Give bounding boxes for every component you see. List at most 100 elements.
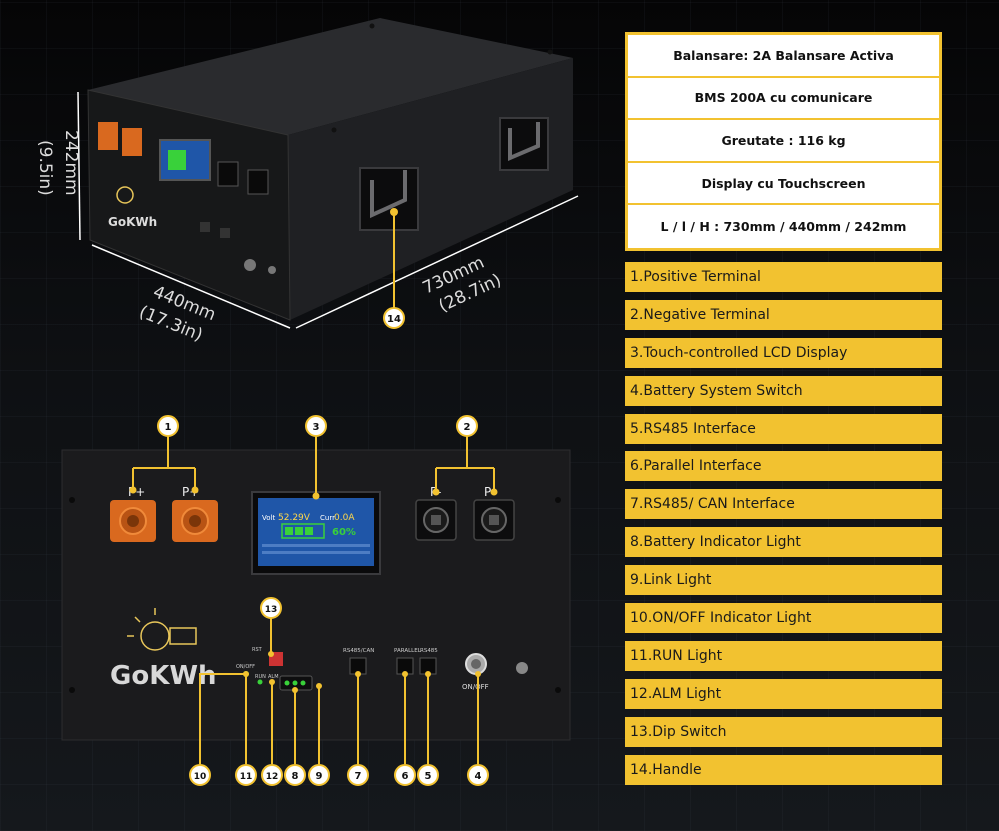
soc-led (300, 680, 306, 686)
rst-label: RST (252, 647, 263, 653)
alm-label: ALM (268, 674, 279, 680)
positive-terminal-icon (110, 500, 156, 542)
callout-badge-10: 10 (189, 764, 211, 786)
component-legend: 1.Positive Terminal 2.Negative Terminal … (625, 262, 942, 792)
callout-badge-4: 4 (467, 764, 489, 786)
callout-number: 14 (387, 314, 401, 325)
callout-number: 2 (464, 422, 471, 433)
callout-badge-8: 8 (284, 764, 306, 786)
callout-number: 4 (475, 771, 482, 782)
parallel-label: PARALLEL (394, 648, 422, 654)
on-off-label: ON/OFF (462, 683, 489, 691)
height-mm-label: 242mm (61, 130, 81, 196)
battery-top-face (88, 18, 573, 135)
legend-item: 12.ALM Light (625, 678, 942, 709)
callout-number: 1 (165, 422, 172, 433)
soc-led (292, 680, 298, 686)
legend-item: 6.Parallel Interface (625, 451, 942, 482)
callout-number: 11 (240, 772, 253, 782)
handle-icon (359, 167, 419, 231)
positive-terminal-icon (98, 122, 118, 150)
port-icon (200, 222, 210, 232)
legend-item: 3.Touch-controlled LCD Display (625, 337, 942, 368)
spec-bms: BMS 200A cu comunicare (628, 78, 939, 121)
callout-badge-5: 5 (417, 764, 439, 786)
run-light (257, 679, 263, 685)
handle-icon (499, 117, 549, 171)
screw (547, 49, 553, 55)
run-label: RUN (255, 674, 266, 680)
legend-item: 1.Positive Terminal (625, 262, 942, 292)
sun-battery-logo-icon (127, 608, 197, 651)
ground-screw-icon (516, 662, 528, 674)
legend-item: 5.RS485 Interface (625, 413, 942, 444)
negative-terminal-icon (247, 169, 269, 195)
callout-number: 10 (194, 772, 207, 782)
height-in-label: (9.5in) (35, 140, 55, 196)
lcd-display: Volt 52.29V Curr 0.0A 60% (251, 491, 381, 575)
on-off-small-label: ON/OFF (236, 664, 255, 670)
lcd-curr-label: Curr (320, 514, 335, 522)
lcd-battery-cell (285, 527, 293, 535)
screw (369, 23, 375, 29)
callout-badge-12: 12 (261, 764, 283, 786)
callout-number: 6 (402, 771, 409, 782)
screw (555, 497, 561, 503)
lcd-info-row (262, 551, 370, 554)
lcd-battery-cell (305, 527, 313, 535)
legend-item: 4.Battery System Switch (625, 375, 942, 406)
switch-icon (244, 259, 256, 271)
callout-number: 12 (266, 772, 279, 782)
callout-number: 5 (425, 771, 432, 782)
legend-item: 13.Dip Switch (625, 716, 942, 747)
callout-badge-9: 9 (308, 764, 330, 786)
screw (331, 127, 337, 133)
port-icon (220, 228, 230, 238)
soc-led (284, 680, 290, 686)
spec-display: Display cu Touchscreen (628, 163, 939, 206)
spec-table: Balansare: 2A Balansare Activa BMS 200A … (625, 32, 942, 251)
callout-number: 9 (316, 771, 323, 782)
power-switch-core (471, 659, 481, 669)
callout-number: 8 (292, 771, 299, 782)
lcd-soc-value: 60% (332, 527, 356, 538)
lcd-curr-value: 0.0A (334, 513, 355, 523)
callout-number: 3 (313, 422, 320, 433)
legend-item: 2.Negative Terminal (625, 299, 942, 330)
callout-dots (129, 486, 498, 693)
negative-terminal-icon (473, 499, 515, 541)
callout-badge-2: 2 (456, 415, 478, 437)
callout-badge-7: 7 (347, 764, 369, 786)
length-dimension-line (295, 195, 579, 329)
rs485-can-label: RS485/CAN (343, 648, 374, 654)
height-dimension-line (77, 91, 81, 241)
callouts (132, 436, 495, 764)
legend-item: 9.Link Light (625, 565, 942, 596)
lcd-info-row (262, 544, 370, 547)
callout-badge-11: 11 (235, 764, 257, 786)
legend-item: 11.RUN Light (625, 640, 942, 671)
rs485-label: RS485 (420, 648, 438, 654)
screw (69, 687, 75, 693)
callout-number: 13 (265, 605, 278, 615)
callout-badge-3: 3 (305, 415, 327, 437)
legend-item: 10.ON/OFF Indicator Light (625, 603, 942, 634)
spec-dimensions: L / l / H : 730mm / 440mm / 242mm (660, 219, 907, 235)
callout-badge-6: 6 (394, 764, 416, 786)
spec-balancing: Balansare: 2A Balansare Activa (628, 35, 939, 78)
callout-dot (390, 208, 398, 216)
screw (69, 497, 75, 503)
callout-badge-1: 1 (157, 415, 179, 437)
screw (555, 687, 561, 693)
sun-logo-icon (116, 186, 134, 204)
spec-weight: Greutate : 116 kg (628, 120, 939, 163)
positive-terminal-icon (122, 128, 142, 156)
legend-item: 7.RS485/ CAN Interface (625, 489, 942, 520)
callout-badge-14 (383, 307, 405, 329)
positive-terminal-icon (172, 500, 218, 542)
lcd-battery-icon (281, 523, 325, 539)
p-minus-label: P- (484, 485, 495, 499)
legend-item: 8.Battery Indicator Light (625, 527, 942, 558)
battery-3d-view: GoKWh 242mm (9.5in) 440mm (17.3in) 730mm… (35, 18, 579, 346)
